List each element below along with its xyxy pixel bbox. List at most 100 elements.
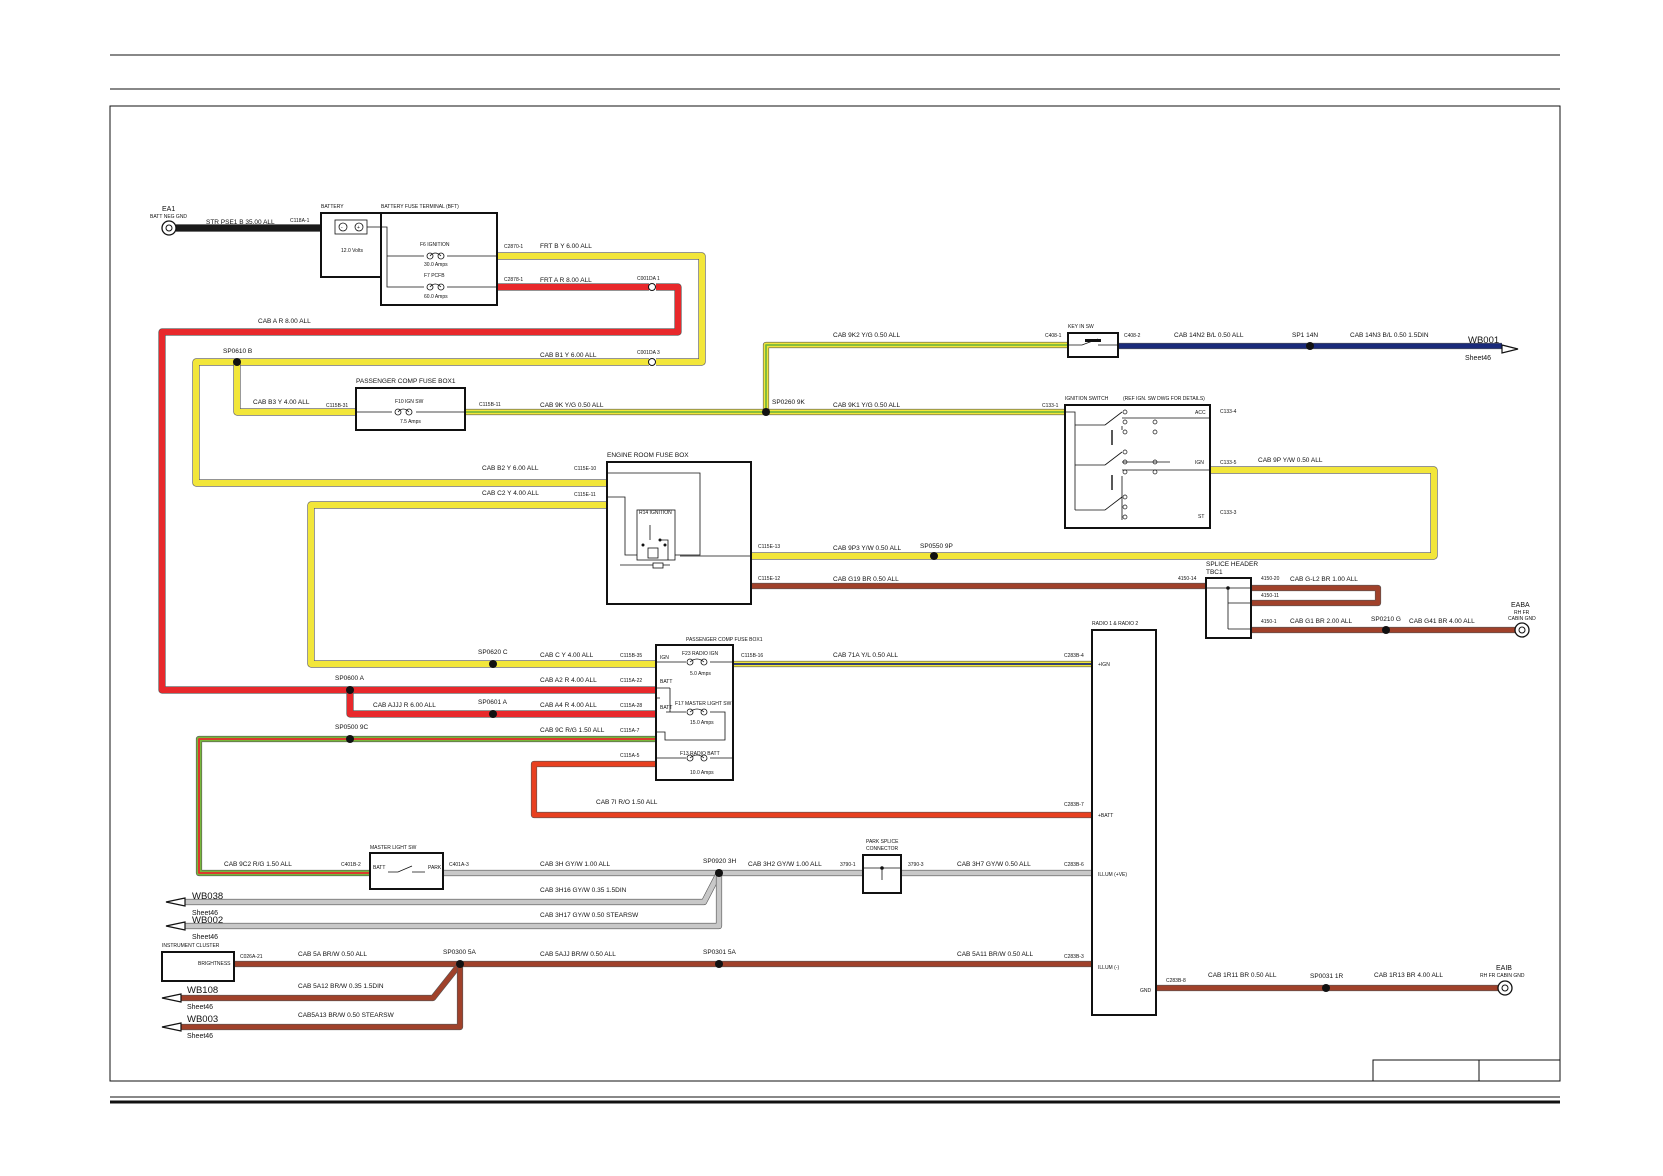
- key-in-switch: KEY IN SW: [1067, 324, 1119, 358]
- ign-st-label: ST: [1198, 514, 1204, 520]
- wire-b3-y: [233, 362, 356, 416]
- conn-c115a28: C115A-28: [620, 703, 642, 709]
- instrument-cluster-pin: BRIGHTNESS: [198, 961, 231, 967]
- offsheet-wb002-sheet: Sheet46: [192, 934, 218, 941]
- conn-c283b3: C283B-3: [1064, 954, 1084, 960]
- battery-fuse-terminal: BATTERY FUSE TERMINAL (BFT) F6 IGNITION …: [367, 204, 498, 306]
- wire-label-cab-5a12: CAB 5A12 BR/W 0.35 1.5DIN: [298, 983, 384, 990]
- wire-labels: STR PSE1 B 35.00 ALL FRT B Y 6.00 ALL FR…: [206, 219, 1475, 1019]
- bft-fuse2-name: F7 PCFB: [424, 273, 445, 279]
- splice-label-sp0260: SP0260 9K: [772, 399, 806, 406]
- pcfb1b-pin-batt1: BATT: [660, 679, 672, 685]
- wire-label-cab-71a: CAB 71A Y/L 0.50 ALL: [833, 652, 898, 659]
- eaba-label2: CABIN GND: [1508, 616, 1536, 622]
- wire-label-cab-3h: CAB 3H GY/W 1.00 ALL: [540, 861, 610, 868]
- wire-9c: [195, 735, 656, 877]
- bft-fuse2-rating: 60.0 Amps: [424, 294, 448, 300]
- wire-label-cab-3h16: CAB 3H16 GY/W 0.35 1.5DIN: [540, 887, 627, 894]
- wire-label-cab-9p3: CAB 9P3 Y/W 0.50 ALL: [833, 545, 902, 552]
- pcfb1b-f23-rating: 5.0 Amps: [690, 671, 711, 677]
- pcfb1b-title: PASSENGER COMP FUSE BOX1: [686, 637, 763, 643]
- wire-3h17: [185, 873, 723, 930]
- wire-c2-y: [307, 501, 656, 668]
- wire-3h16: [185, 871, 722, 906]
- conn-c115b35: C115B-35: [620, 653, 642, 659]
- splice-dot-sp0260: [762, 408, 770, 416]
- wire-label-cab-5a11: CAB 5A11 BR/W 0.50 ALL: [957, 951, 1033, 958]
- conn-4150-20: 4150-20: [1261, 576, 1280, 582]
- master-light-sw-park: PARK: [428, 865, 442, 871]
- wire-5a12: [181, 962, 463, 1002]
- wire-label-str: STR PSE1 B 35.00 ALL: [206, 219, 275, 226]
- offsheet-arrow-wb003: [161, 1022, 182, 1032]
- splice-label-sp0601: SP0601 A: [478, 699, 508, 706]
- splice-header: SPLICE HEADER TBC1: [1205, 561, 1258, 639]
- splice-dot-sp0600: [346, 686, 354, 694]
- conn-c118a1: C118A-1: [290, 218, 310, 224]
- ign-switch-title: IGNITION SWITCH: [1065, 396, 1109, 402]
- wire-label-frt-by: FRT B Y 6.00 ALL: [540, 243, 592, 250]
- ground-eaba: EABA RH FR CABIN GND: [1508, 602, 1536, 638]
- splice-dot-sp0500: [346, 735, 354, 743]
- wire-label-cab-gl2: CAB G-L2 BR 1.00 ALL: [1290, 576, 1358, 583]
- splice-labels: SP0610 B SP0260 9K SP1 14N SP0550 9P SP0…: [223, 332, 1401, 980]
- wire-label-cab-7i: CAB 7I R/O 1.50 ALL: [596, 799, 658, 806]
- wire-label-frt-ar: FRT A R 8.00 ALL: [540, 277, 592, 284]
- wire-label-cab-b3: CAB B3 Y 4.00 ALL: [253, 399, 310, 406]
- conn-4150-1: 4150-1: [1261, 619, 1277, 625]
- pcfb1b-f23: F23 RADIO IGN: [682, 651, 719, 657]
- wire-label-cab-g19: CAB G19 BR 0.50 ALL: [833, 576, 899, 583]
- radio-1-and-2: RADIO 1 & RADIO 2 +IGN +BATT ILLUM (+VE)…: [1091, 621, 1157, 1016]
- conn-4150-11: 4150-11: [1261, 593, 1279, 599]
- ign-acc-label: ACC: [1195, 410, 1206, 416]
- conn-c2878: C2878-1: [504, 277, 523, 283]
- pcfb1b-f13: F13 RADIO BATT: [680, 751, 720, 757]
- wire-5a13: [181, 964, 464, 1031]
- battery-title: BATTERY: [321, 204, 344, 210]
- ign-ign-label: IGN: [1195, 460, 1204, 466]
- conn-c2870: C2870-1: [504, 244, 523, 250]
- offsheet-wb108: WB108: [187, 985, 218, 996]
- conn-c115b16: C115B-16: [741, 653, 763, 659]
- wire-label-cab-g1: CAB G1 BR 2.00 ALL: [1290, 618, 1353, 625]
- wire-label-cab-ajjj: CAB AJJJ R 6.00 ALL: [373, 702, 436, 709]
- conn-3790-3: 3790-3: [908, 862, 924, 868]
- wire-label-cab-b2: CAB B2 Y 6.00 ALL: [482, 465, 539, 472]
- ground-eaib: EAIB RH FR CABIN GND: [1480, 965, 1525, 996]
- wire-label-cab-a4: CAB A4 R 4.00 ALL: [540, 702, 597, 709]
- master-light-sw-title: MASTER LIGHT SW: [370, 845, 417, 851]
- wire-label-cab-9k2: CAB 9K2 Y/G 0.50 ALL: [833, 332, 900, 339]
- instrument-cluster: INSTRUMENT CLUSTER BRIGHTNESS: [161, 943, 235, 982]
- wire-label-cab-ar: CAB A R 8.00 ALL: [258, 318, 311, 325]
- conn-c115e13: C115E-13: [758, 544, 780, 550]
- conn-c115a22: C115A-22: [620, 678, 642, 684]
- conn-c133-5: C133-5: [1220, 460, 1237, 466]
- master-light-sw-batt: BATT: [373, 865, 385, 871]
- conn-c115b11: C115B-11: [479, 402, 501, 408]
- park-splice-connector: PARK SPLICE CONNECTOR: [862, 839, 902, 894]
- splice-label-sp0920: SP0920 3H: [703, 858, 737, 865]
- splice-dots: [233, 342, 1390, 992]
- conn-c115b31: C115B-31: [326, 403, 348, 409]
- eaba-label1: RH FR: [1514, 610, 1530, 616]
- pcfb1b-f17: F17 MASTER LIGHT SW: [675, 701, 732, 707]
- splice-dot-sp0620: [489, 660, 497, 668]
- pcfb1b-f13-rating: 10.0 Amps: [690, 770, 714, 776]
- conn-c115a5: C115A-5: [620, 753, 640, 759]
- conn-c115e11: C115E-11: [574, 492, 596, 498]
- bft-fuse1-rating: 30.0 Amps: [424, 262, 448, 268]
- wire-a-r-main: [158, 283, 682, 694]
- title-block-cell-2: [1478, 1059, 1561, 1082]
- ea1-label: BATT NEG GND: [150, 214, 187, 220]
- connector-c001da3-symbol: [648, 358, 656, 366]
- wire-label-cab-1r13: CAB 1R13 BR 4.00 ALL: [1374, 972, 1443, 979]
- offsheet-arrow-wb038: [165, 897, 186, 907]
- offsheet-wb038-sheet: Sheet46: [192, 910, 218, 917]
- battery: - + 12.0 Volts BATTERY: [320, 204, 382, 278]
- conn-c408-1: C408-1: [1045, 333, 1062, 339]
- key-in-sw-title: KEY IN SW: [1068, 324, 1094, 330]
- eaib-label: RH FR CABIN GND: [1480, 973, 1525, 979]
- wire-label-cab-c2: CAB C2 Y 4.00 ALL: [482, 490, 539, 497]
- pcfb1-fuse-rating: 7.5 Amps: [400, 419, 421, 425]
- wire-label-cab-5a13: CAB5A13 BR/W 0.50 STEARSW: [298, 1012, 395, 1019]
